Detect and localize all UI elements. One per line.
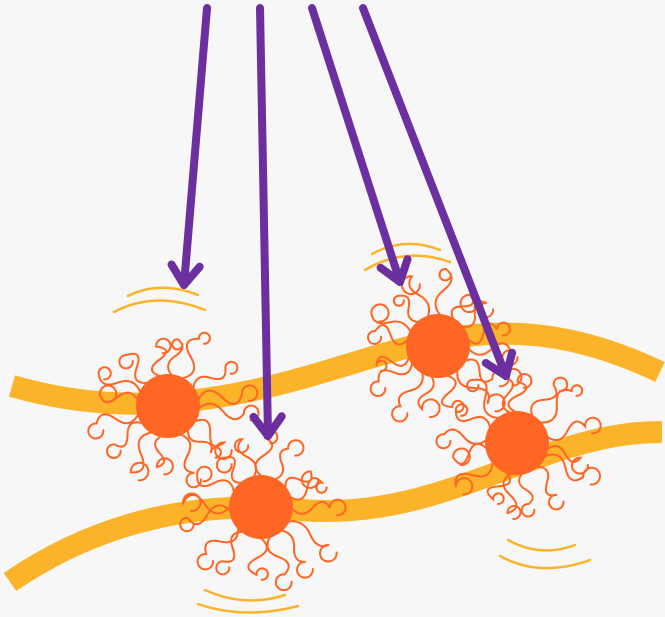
particle-tendril [272,439,305,481]
particle-tendril [435,428,489,450]
particle-tendril [456,367,506,413]
particle-tendril [182,492,232,515]
particle [367,267,519,423]
particle-tendril [465,321,511,345]
vibration-arc [203,588,287,602]
particle-tendril [278,529,314,579]
fiber-bottom [3,421,663,592]
particle-tendril [466,378,501,420]
particle-tendril [196,402,260,422]
vibration-arc [370,242,442,256]
arrow-head [249,412,286,440]
particle-tendril [450,293,479,322]
particle-tendril [545,416,602,442]
particle-core [136,374,200,438]
fiber-top [8,322,665,415]
particle-tendril [530,376,569,419]
particle-tendril [196,384,259,405]
vibration-arc [498,554,592,570]
vibration-arc [196,602,300,614]
particle-tendril [518,471,536,518]
particle-tendril [192,418,233,460]
particle-tendril [215,456,245,484]
particle-tendril [537,384,584,424]
arrow-shaft [359,4,510,380]
particle [179,429,347,592]
particle-tendril [151,337,172,378]
particle-tendril [266,534,293,592]
particle-tendril [167,338,184,378]
particle-tendril [434,267,453,318]
particle-tendril [196,465,236,495]
arrow [308,4,412,286]
particle-tendril [534,465,565,511]
particle-tendril [179,331,211,380]
particle-tendril [178,432,202,489]
particle-tendril [486,469,512,505]
particle-tendril [417,374,441,419]
particle-tendril [452,442,489,467]
particle-core [485,411,549,475]
particle-tendril [441,374,465,413]
arrow-shaft [180,4,211,289]
particle-tendril [454,403,492,430]
arrow [167,4,211,289]
particle-tendril [369,360,414,397]
particle-tendril [215,530,245,576]
particle-tendril [287,477,328,501]
particle-tendril [375,354,411,372]
particles-layer [87,267,602,592]
particle-tendril [367,324,410,346]
arrow [359,4,517,380]
vibration-arc [126,286,200,298]
arrow-head [167,260,204,289]
particle-tendril [290,498,347,517]
arrow-head [481,348,517,380]
vibration-arc [112,299,207,314]
particle-tendril [391,370,424,423]
particle-tendril [286,520,338,563]
particle-tendril [545,444,589,475]
particle-tendril [179,504,233,533]
fibers-layer [3,322,665,592]
particle-tendril [196,525,240,571]
particle-tendril [154,434,174,476]
particle-tendril [106,421,145,459]
particle-core [229,475,293,539]
particle-tendril [284,470,320,491]
arrow-head [376,255,412,286]
particle-tendril [186,427,222,459]
particle-tendril [98,384,140,404]
particle-tendril [247,535,269,581]
particle-tendril [401,275,431,319]
particle-tendril [129,431,155,482]
particle-tendril [507,373,533,414]
particle-core [406,314,470,378]
arrows-layer [167,4,517,440]
particle-tendril [192,360,239,391]
arrow-shaft [256,4,272,440]
vibration-arc [506,538,577,552]
particle-tendril [97,366,142,395]
particle-tendril [118,352,151,384]
particle-tendril [454,459,494,496]
arrow [249,4,286,440]
particle-tendril [542,453,601,486]
particle [87,331,260,489]
arrow-shaft [308,4,404,286]
particle-tendril [392,294,421,324]
particle-tendril [87,412,140,440]
particle-tendril [233,438,258,480]
particle-tendril [370,303,412,334]
